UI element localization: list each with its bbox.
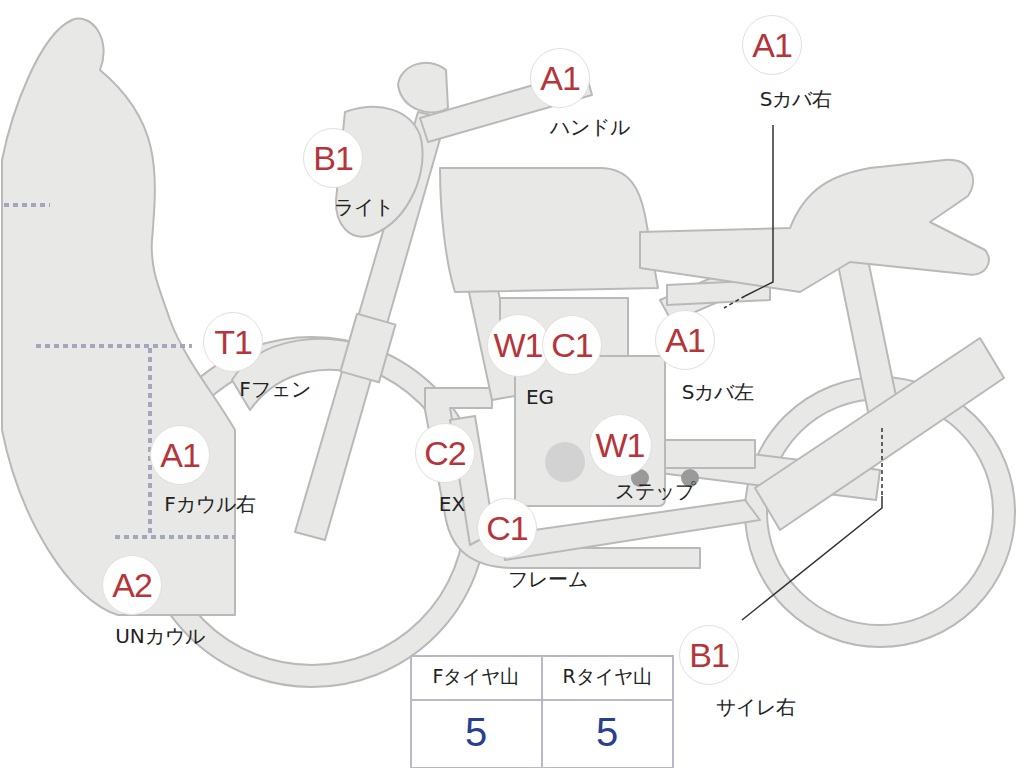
damage-code: C1: [486, 511, 527, 545]
callout-circle: A1: [150, 425, 210, 485]
callout-circle: W1: [487, 314, 550, 377]
part-name: サイレ右: [716, 696, 796, 718]
damage-code: A1: [160, 438, 200, 472]
callout-circle: A1: [655, 310, 715, 370]
damage-code: B1: [313, 141, 353, 175]
damage-code: A1: [540, 61, 580, 95]
callout-circle: B1: [679, 625, 739, 685]
part-name: ライト: [334, 196, 394, 218]
callout-circle: T1: [203, 312, 263, 372]
callout-circle: A1: [530, 48, 590, 108]
part-name: Fフェン: [239, 378, 311, 400]
table-value: 5: [465, 710, 487, 754]
part-name: ステップ: [615, 480, 695, 502]
damage-code: C2: [424, 436, 465, 470]
damage-code: W1: [494, 328, 543, 362]
damage-code: C1: [551, 328, 592, 362]
table-header: Fタイヤ山: [433, 666, 520, 687]
damage-code: T1: [214, 325, 252, 359]
table-value: 5: [596, 710, 618, 754]
part-name: Sカバ右: [760, 88, 833, 110]
part-name: Fカウル右: [164, 493, 256, 515]
callout-circle: B1: [303, 128, 363, 188]
callout-circle: W1: [589, 414, 652, 477]
part-name: フレーム: [508, 568, 588, 590]
callout-circle: C1: [477, 498, 537, 558]
damage-code: A1: [665, 323, 705, 357]
callout-circle: A2: [102, 555, 162, 615]
damage-code: W1: [596, 428, 645, 462]
damage-code: A1: [752, 28, 792, 62]
damage-code: A2: [112, 568, 152, 602]
part-name: UNカウル: [115, 625, 205, 647]
part-name: ハンドル: [550, 116, 630, 138]
part-name: EG: [526, 386, 554, 408]
callout-circle: C2: [415, 423, 475, 483]
callout-circle: A1: [742, 15, 802, 75]
part-name: EX: [439, 493, 465, 515]
callout-circle: C1: [542, 315, 602, 375]
part-name: Sカバ左: [682, 381, 755, 403]
table-header: Rタイヤ山: [562, 666, 651, 687]
damage-code: B1: [689, 638, 729, 672]
